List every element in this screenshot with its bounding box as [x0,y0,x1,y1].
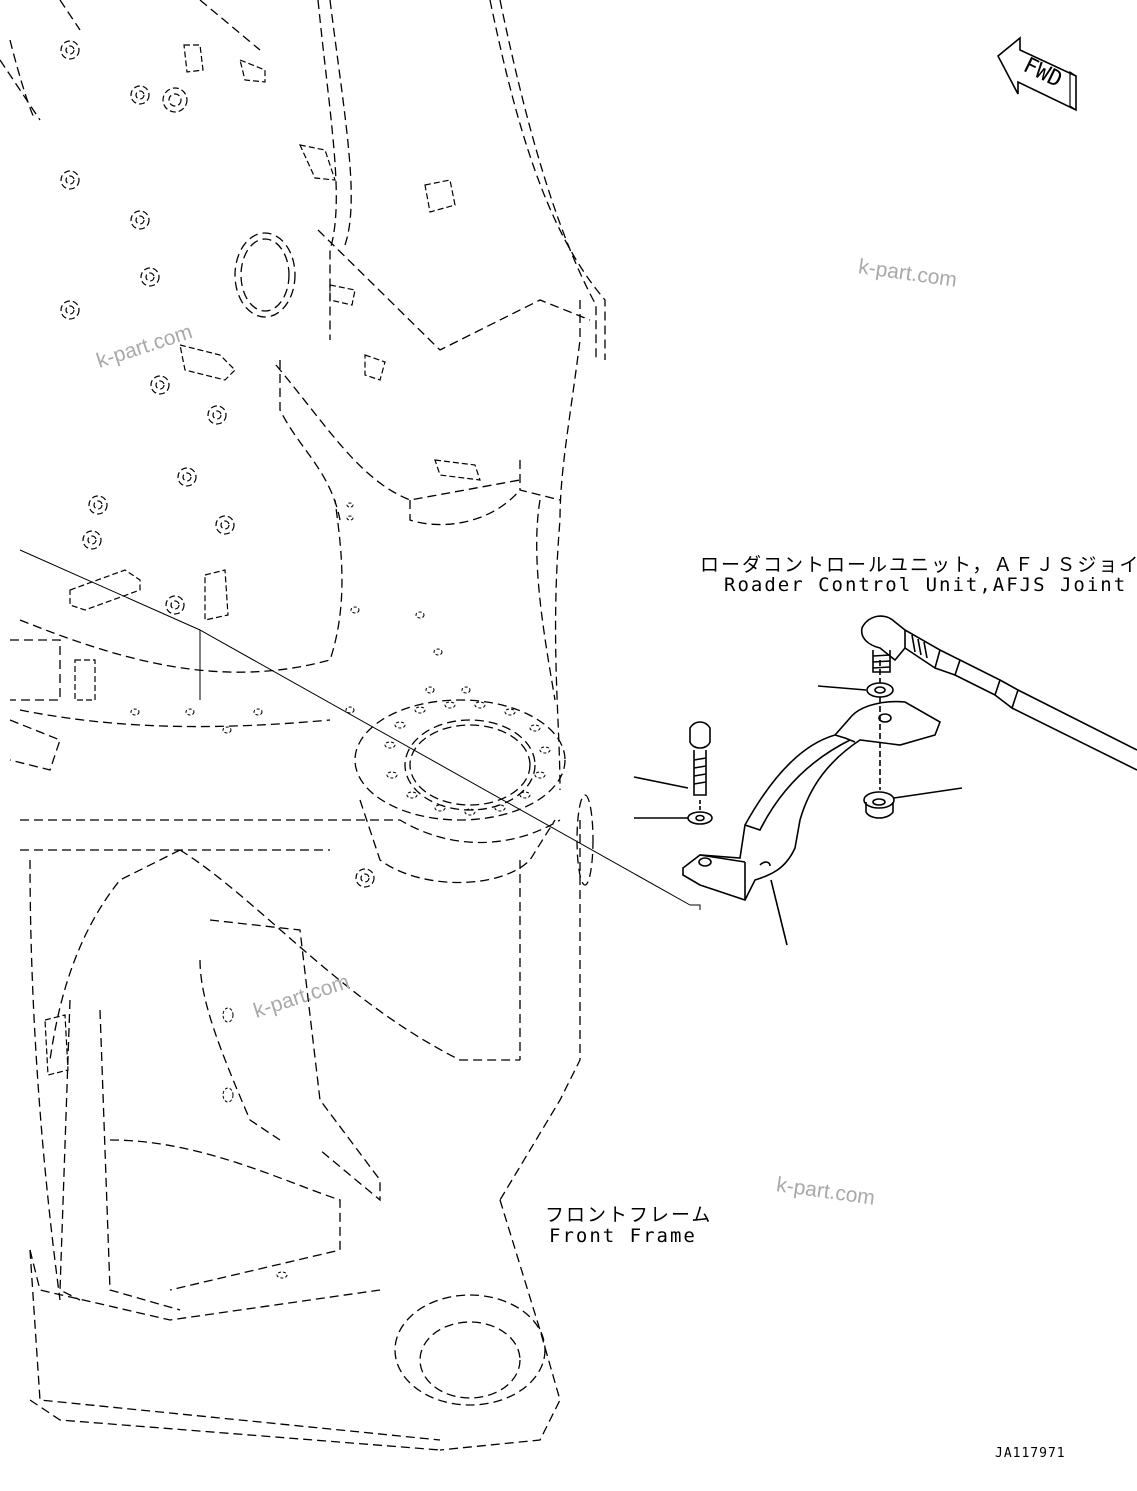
callout-loader-control-en: Roader Control Unit,AFJS Joint [724,574,1128,596]
bracket [682,700,941,901]
drawing-number: JA117971 [995,1446,1066,1461]
ball-joint [860,615,1137,771]
bolt [689,721,711,796]
spacers [44,40,481,1076]
washer-upper [866,682,894,698]
washer-lower [687,811,713,825]
callout-front-frame-en: Front Frame [549,1225,697,1247]
callout-loader-control-jp: ローダコントロールユニット，ＡＦＪＳジョイント [700,554,1137,576]
leader-lines [19,549,701,910]
fwd-arrow-badge: FWD [996,36,1077,112]
frame-bosses [234,232,594,1406]
callout-front-frame-jp: フロントフレーム [545,1204,713,1226]
bracket-assembly [633,615,1137,946]
front-frame-outline [0,0,606,1451]
flange-nut [863,791,895,819]
flange-holes [130,502,551,1279]
